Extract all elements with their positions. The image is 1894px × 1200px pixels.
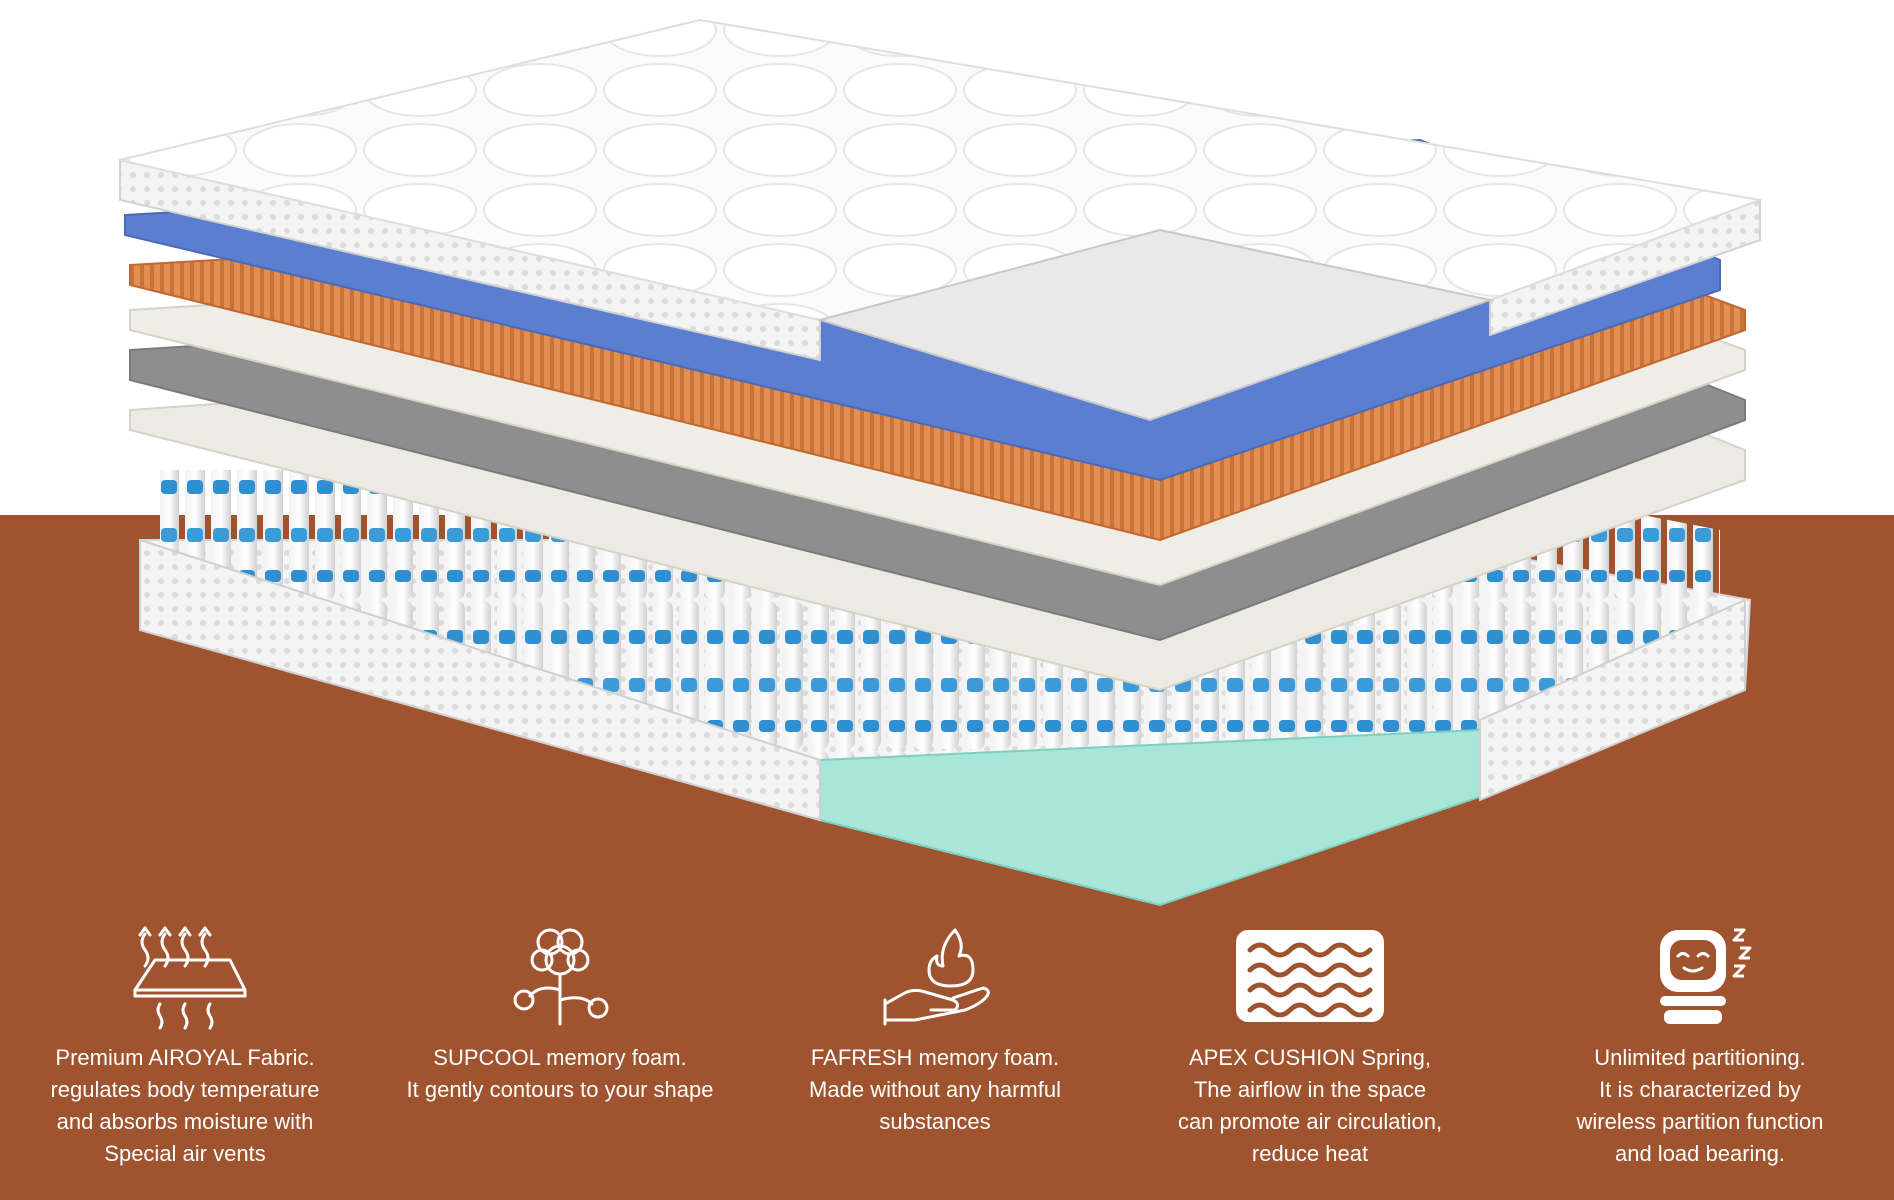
wave-spring-icon (1236, 930, 1384, 1022)
mattress-layers-illustration (119, 18, 1764, 907)
hand-flame-icon (883, 928, 990, 1026)
feature-text: FAFRESH memory foam. Made without any ha… (755, 1042, 1115, 1138)
feature-text: Unlimited partitioning. It is characteri… (1520, 1042, 1880, 1170)
feature-item-fafresh: FAFRESH memory foam. Made without any ha… (755, 920, 1115, 1200)
base-front-wall (139, 538, 821, 822)
fabric-vents-icon (133, 926, 247, 1030)
feature-line: and absorbs moisture with (56, 1109, 314, 1134)
feature-line: Unlimited partitioning. (1594, 1045, 1806, 1070)
feature-line: regulates body temperature (50, 1077, 320, 1102)
feature-line: SUPCOOL memory foam. (433, 1045, 687, 1070)
sleeping-face-icon (1660, 928, 1752, 1024)
feature-item-fabric: Premium AIROYAL Fabric. regulates body t… (5, 920, 365, 1200)
feature-text: APEX CUSHION Spring, The airflow in the … (1130, 1042, 1490, 1170)
feature-list: Premium AIROYAL Fabric. regulates body t… (0, 920, 1894, 1200)
feature-line: wireless partition function (1576, 1109, 1824, 1134)
mint-base-layer (819, 728, 1502, 907)
feature-line: APEX CUSHION Spring, (1188, 1045, 1432, 1070)
feature-line: and load bearing. (1614, 1141, 1786, 1166)
feature-line: It is characterized by (1599, 1077, 1801, 1102)
feature-text: SUPCOOL memory foam. It gently contours … (380, 1042, 740, 1106)
feature-line: substances (879, 1109, 991, 1134)
feature-text: Premium AIROYAL Fabric. regulates body t… (5, 1042, 365, 1170)
base-right-wall (1479, 598, 1746, 802)
feature-item-partition: Unlimited partitioning. It is characteri… (1520, 920, 1880, 1200)
feature-line: It gently contours to your shape (406, 1077, 714, 1102)
feature-item-apex: APEX CUSHION Spring, The airflow in the … (1130, 920, 1490, 1200)
feature-line: Special air vents (104, 1141, 266, 1166)
feature-line: Premium AIROYAL Fabric. (55, 1045, 315, 1070)
feature-line: Made without any harmful (809, 1077, 1061, 1102)
feature-line: FAFRESH memory foam. (810, 1045, 1060, 1070)
feature-line: can promote air circulation, (1177, 1109, 1443, 1134)
feature-line: reduce heat (1251, 1141, 1369, 1166)
cutaway-inner-panel (816, 228, 1494, 422)
cotton-flower-icon (513, 928, 609, 1026)
feature-line: The airflow in the space (1193, 1077, 1427, 1102)
feature-item-supcool: SUPCOOL memory foam. It gently contours … (380, 920, 740, 1200)
